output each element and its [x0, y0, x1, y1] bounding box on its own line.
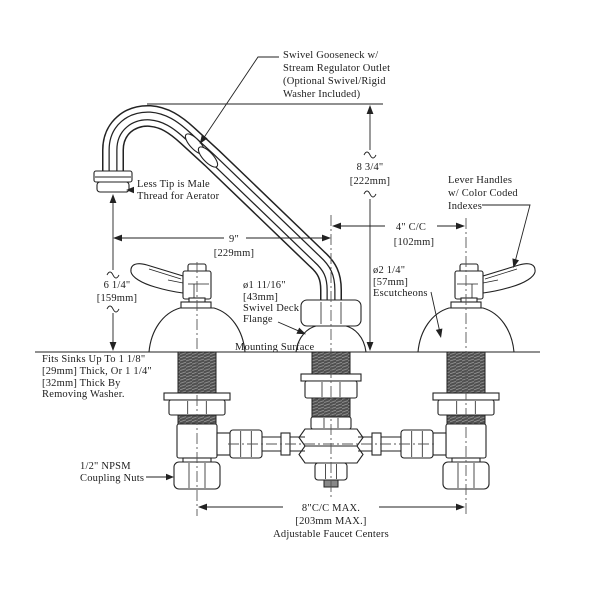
dim-faucet-centers-value: 8"C/C MAX.: [302, 503, 360, 514]
label-lever: Lever Handles w/ Color Coded Indexes: [448, 175, 531, 268]
tee-ridge-lower: [298, 445, 364, 464]
dim-faucet-centers-mm: [203mm MAX.]: [295, 516, 366, 527]
label-coupling-nuts: 1/2" NPSM Coupling Nuts: [80, 461, 174, 484]
right-escutcheon: [417, 307, 515, 353]
dim-spout-reach-mm: [229mm]: [214, 248, 254, 259]
dim-spout-reach-value: 9": [229, 234, 239, 245]
label-tip-line2: Thread for Aerator: [137, 191, 220, 202]
left-supply-tube: [262, 436, 305, 452]
right-lever-handle: [482, 263, 536, 294]
left-bonnet-ring: [180, 301, 212, 309]
center-assembly: [262, 299, 401, 488]
label-lever-line2: w/ Color Coded: [448, 188, 518, 199]
dim-tip-height-value: 6 1/4": [104, 280, 131, 291]
label-coupling-line2: Coupling Nuts: [80, 473, 144, 484]
label-gooseneck-line4: Washer Included): [283, 89, 361, 100]
right-side-port: [432, 432, 447, 456]
label-deck-flange: ø1 11/16" [43mm] Swivel Deck Flange: [243, 280, 306, 335]
label-sink-thickness: Fits Sinks Up To 1 1/8" [29mm] Thick, Or…: [42, 354, 152, 400]
dim-spout-reach: 9" [229mm]: [113, 234, 331, 259]
label-escutcheons-line3: Escutcheons: [373, 288, 428, 299]
label-tip-line1: Less Tip is Male: [137, 179, 210, 190]
label-deck-flange-line4: Flange: [243, 314, 273, 325]
label-escutcheons: ø2 1/4" [57mm] Escutcheons: [373, 265, 443, 338]
label-lever-line3: Indexes: [448, 201, 482, 212]
dim-spout-height: 8 3/4" [222mm]: [350, 105, 390, 351]
label-mounting-surface: Mounting Surface: [235, 342, 314, 353]
right-handle-hub: [454, 270, 484, 300]
label-deck-flange-line2: [43mm]: [243, 292, 278, 303]
label-tip: Less Tip is Male Thread for Aerator: [126, 179, 220, 202]
label-sink-line1: Fits Sinks Up To 1 1/8": [42, 354, 145, 365]
label-deck-flange-line3: Swivel Deck: [243, 303, 300, 314]
label-gooseneck: Swivel Gooseneck w/ Stream Regulator Out…: [199, 50, 390, 144]
label-sink-line3: [32mm] Thick By: [42, 378, 121, 389]
left-lever-handle: [130, 263, 184, 294]
label-escutcheons-line1: ø2 1/4": [373, 265, 405, 276]
dim-spout-height-value: 8 3/4": [357, 162, 384, 173]
label-coupling-line1: 1/2" NPSM: [80, 461, 131, 472]
label-gooseneck-line2: Stream Regulator Outlet: [283, 63, 390, 74]
dim-tip-height-mm: [159mm]: [97, 293, 137, 304]
label-deck-flange-line1: ø1 11/16": [243, 280, 286, 291]
label-sink-line2: [29mm] Thick, Or 1 1/4": [42, 366, 152, 377]
dim-spout-height-mm: [222mm]: [350, 176, 390, 187]
centerlines: [196, 215, 467, 516]
spout-tip-cap: [96, 181, 130, 193]
dim-handle-cc-mm: [102mm]: [394, 237, 434, 248]
gooseneck-spout: [93, 105, 342, 315]
label-gooseneck-line1: Swivel Gooseneck w/: [283, 50, 378, 61]
spout-tip-collar: [93, 170, 133, 183]
label-lever-line1: Lever Handles: [448, 175, 512, 186]
dim-handle-cc: 4" C/C [102mm]: [332, 222, 465, 248]
right-supply-tube: [358, 436, 401, 452]
dim-tip-height: 6 1/4" [159mm]: [97, 194, 137, 351]
dim-faucet-centers-note: Adjustable Faucet Centers: [273, 529, 389, 540]
label-gooseneck-line3: (Optional Swivel/Rigid: [283, 76, 386, 87]
swivel-joint-ring-lower: [197, 146, 219, 168]
dim-handle-cc-value: 4" C/C: [396, 222, 426, 233]
label-sink-line4: Removing Washer.: [42, 389, 125, 400]
label-escutcheons-line2: [57mm]: [373, 277, 408, 288]
dim-faucet-centers: 8"C/C MAX. [203mm MAX.] Adjustable Fauce…: [198, 503, 465, 540]
